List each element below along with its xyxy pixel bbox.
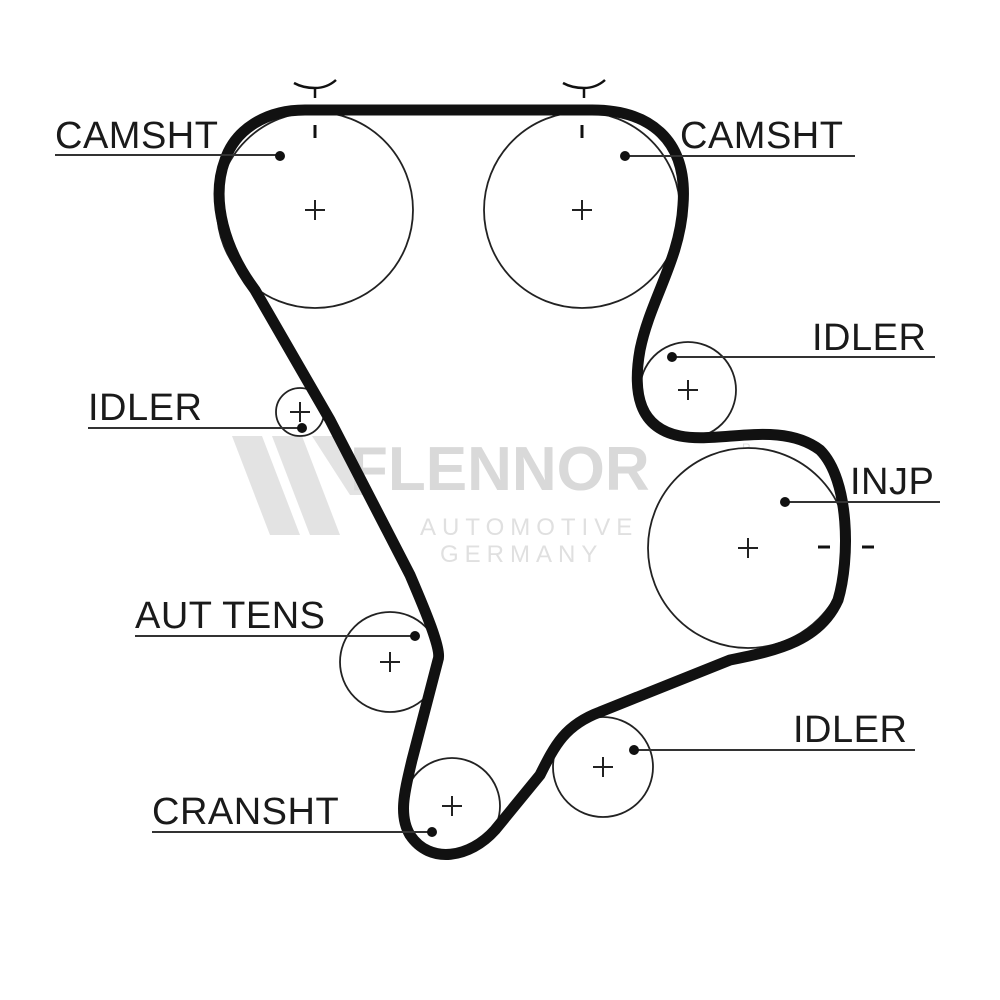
label-aut-tens: AUT TENS	[135, 595, 326, 637]
leader-dot	[780, 497, 790, 507]
leader-dot	[620, 151, 630, 161]
label-idler-upper-right: IDLER	[812, 317, 926, 359]
center-mark	[572, 200, 592, 220]
label-idler-lower-right: IDLER	[793, 709, 907, 751]
center-mark	[738, 538, 758, 558]
center-mark	[442, 796, 462, 816]
watermark-logo-mark	[272, 436, 340, 535]
label-cransht: CRANSHT	[152, 791, 339, 833]
watermark-line2: GERMANY	[440, 541, 603, 568]
leader-dot	[410, 631, 420, 641]
timing-belt	[213, 104, 851, 860]
watermark-brand: FLENNOR	[350, 435, 650, 504]
watermark: FLENNOR AUTOMOTIVE GERMANY R	[232, 435, 751, 568]
center-mark	[380, 652, 400, 672]
timing-marks	[293, 79, 874, 549]
center-mark	[593, 757, 613, 777]
timing-mark-right-notch	[562, 79, 606, 90]
label-camsht-right: CAMSHT	[680, 115, 843, 157]
leader-dot	[275, 151, 285, 161]
center-mark	[678, 380, 698, 400]
watermark-logo-mark	[312, 436, 365, 495]
label-injp: INJP	[850, 461, 934, 503]
leader-dot	[427, 827, 437, 837]
leader-dot	[629, 745, 639, 755]
watermark-line1: AUTOMOTIVE	[420, 514, 638, 541]
pulley-centers	[290, 200, 758, 816]
leaders	[55, 151, 940, 837]
label-idler-left: IDLER	[88, 387, 202, 429]
label-camsht-left: CAMSHT	[55, 115, 218, 157]
timing-mark-left-notch	[293, 79, 337, 90]
leader-dot	[667, 352, 677, 362]
center-mark	[305, 200, 325, 220]
watermark-logo-mark	[232, 436, 300, 535]
center-mark	[290, 402, 310, 422]
leader-dot	[297, 423, 307, 433]
labels: CAMSHT CAMSHT IDLER IDLER INJP AUT TENS …	[55, 115, 934, 833]
